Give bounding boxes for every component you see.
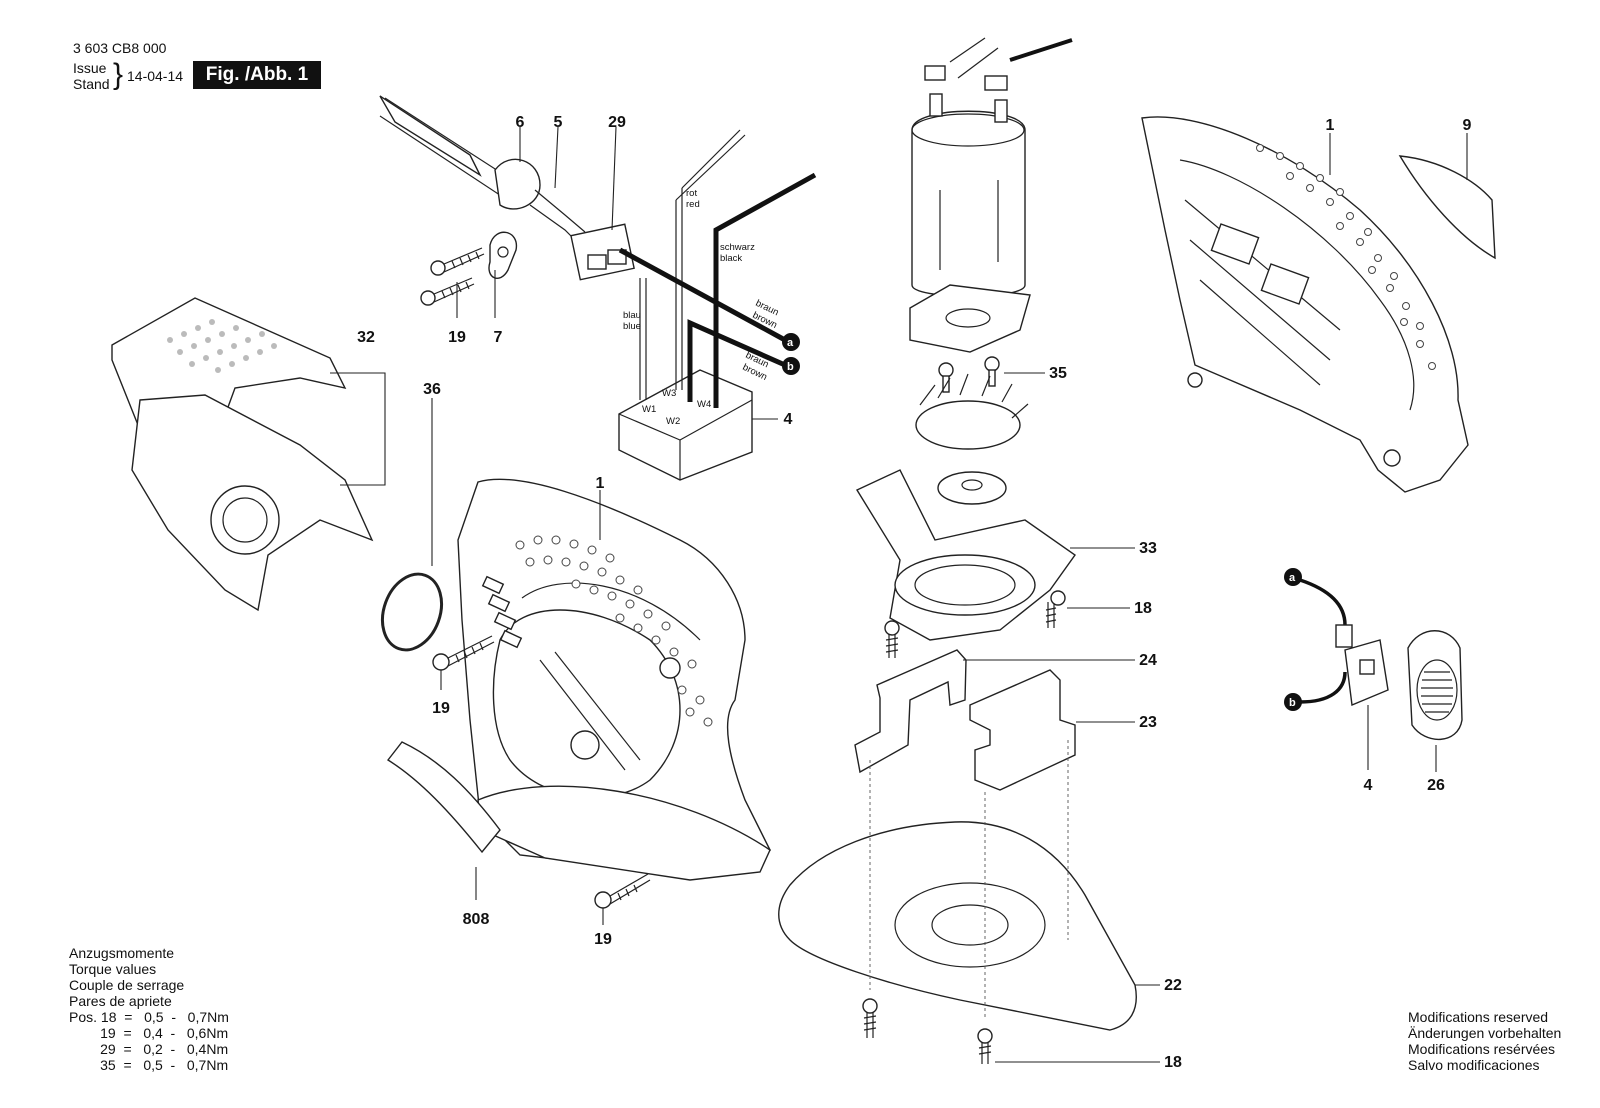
wire-label-rot: rot (686, 188, 697, 199)
label-part-9 (1398, 133, 1496, 260)
connector-b-switch: b (1289, 697, 1296, 709)
callout-5: 5 (554, 114, 563, 131)
dust-cover-part-32 (111, 297, 386, 612)
knob-part-26 (1407, 630, 1463, 772)
torque-row-18: Pos. 18 = 0,5 - 0,7Nm (69, 1009, 229, 1025)
torque-row-29: 29 = 0,2 - 0,4Nm (69, 1041, 229, 1057)
torque-title-fr: Couple de serrage (69, 977, 185, 993)
issue-date: 14-04-14 (127, 68, 184, 84)
wire-label-black: black (720, 253, 742, 264)
switch-part-4 (1284, 568, 1389, 770)
callout-24: 24 (1139, 652, 1157, 669)
label-part-808 (386, 741, 501, 900)
callout-6: 6 (516, 114, 525, 131)
wire-label-w3: W3 (662, 388, 676, 399)
callout-32: 32 (357, 329, 375, 346)
callout-36: 36 (423, 381, 441, 398)
callout-18-a: 18 (1134, 600, 1152, 617)
callout-19-c: 19 (594, 931, 612, 948)
motor-part (909, 37, 1073, 353)
stand-label: Stand (73, 76, 110, 92)
bracket-part-24 (854, 649, 1135, 774)
callout-22: 22 (1164, 977, 1182, 994)
wire-label-schwarz: schwarz (720, 242, 755, 253)
wire-label-blue: blue (623, 321, 641, 332)
callout-33: 33 (1139, 540, 1157, 557)
callout-4-a: 4 (784, 411, 793, 428)
callout-18-b: 18 (1164, 1054, 1182, 1071)
callout-19-b: 19 (432, 700, 450, 717)
wire-label-blau: blau (623, 310, 641, 321)
connector-b-top: b (787, 361, 794, 373)
sanding-plate-part-22 (778, 740, 1160, 1031)
notice-de: Änderungen vorbehalten (1408, 1025, 1562, 1041)
notice-fr: Modifications resérvées (1408, 1041, 1556, 1057)
screws-part-18-lower (862, 998, 1160, 1064)
callout-26: 26 (1427, 777, 1445, 794)
torque-title-en: Torque values (69, 961, 157, 977)
callout-35: 35 (1049, 365, 1067, 382)
callout-23: 23 (1139, 714, 1157, 731)
connector-a-switch: a (1289, 572, 1296, 584)
screws-part-35 (938, 356, 1045, 393)
wire-label-w2: W2 (666, 416, 680, 427)
callout-4-b: 4 (1364, 777, 1373, 794)
wire-label-red: red (686, 199, 700, 210)
torque-title-es: Pares de apriete (69, 993, 172, 1009)
callout-1-a: 1 (596, 475, 605, 492)
connector-letters: a b a b (787, 337, 1296, 709)
torque-row-19: 19 = 0,4 - 0,6Nm (69, 1025, 229, 1041)
part-number: 3 603 CB8 000 (73, 40, 167, 56)
callout-numbers: 6 5 29 19 7 32 36 4 1 19 808 19 35 33 18… (357, 114, 1471, 1071)
issue-label: Issue (73, 60, 107, 76)
o-ring-part-36 (381, 398, 443, 652)
wire-label-w4: W4 (697, 399, 711, 410)
capacitor-part-4 (618, 129, 817, 481)
screws-part-18-upper (884, 590, 1130, 658)
fan-part (915, 373, 1029, 505)
screw-part-19-bottom (594, 873, 651, 925)
wire-label-w1: W1 (642, 404, 656, 415)
power-cord-assembly (379, 95, 635, 318)
screw-part-19-left (432, 635, 495, 690)
callout-7: 7 (494, 329, 503, 346)
housing-part-1-front (457, 478, 772, 881)
callout-9: 9 (1463, 117, 1472, 134)
wire-labels: rot red schwarz black braun brown braun … (623, 188, 780, 427)
callout-19-a: 19 (448, 329, 466, 346)
figure-badge: Fig. /Abb. 1 (193, 61, 321, 89)
connector-a-top: a (787, 337, 794, 349)
torque-title-de: Anzugsmomente (69, 945, 175, 961)
bracket-part-23 (969, 669, 1135, 791)
header-brace: } (113, 58, 124, 91)
callout-808: 808 (463, 911, 490, 928)
housing-part-1-rear (1141, 116, 1469, 493)
callout-29: 29 (608, 114, 626, 131)
notice-es: Salvo modificaciones (1408, 1057, 1540, 1073)
torque-row-35: 35 = 0,5 - 0,7Nm (69, 1057, 229, 1073)
fan-housing-part-33 (855, 469, 1135, 641)
callout-1-b: 1 (1326, 117, 1335, 134)
notice-en: Modifications reserved (1408, 1009, 1549, 1025)
